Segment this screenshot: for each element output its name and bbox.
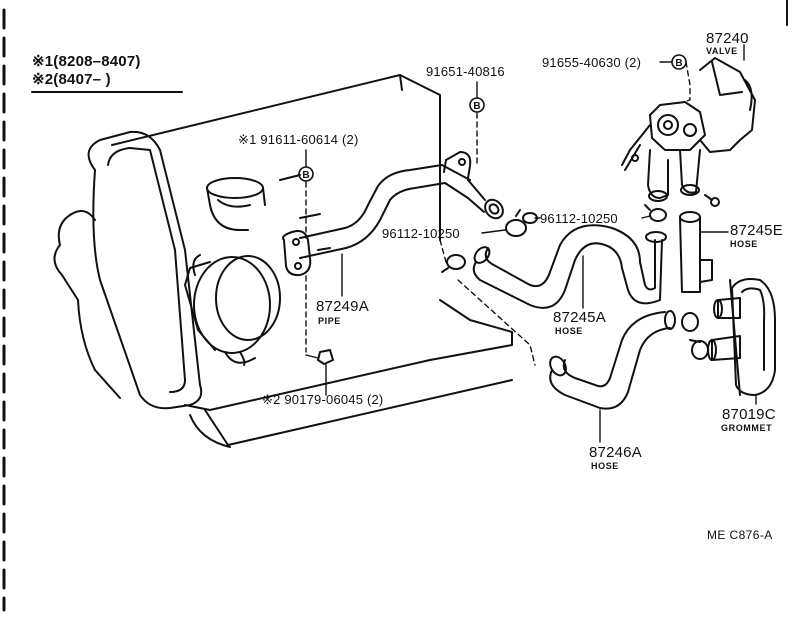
hose-87245e bbox=[679, 211, 713, 293]
hose-87245a-name: HOSE bbox=[555, 326, 583, 336]
nut-90179 bbox=[317, 349, 334, 365]
valve-87240 bbox=[621, 57, 756, 222]
bolt-91611-label: ※1 91611-60614 (2) bbox=[238, 132, 359, 147]
pipe-87249a-number: 87249A bbox=[316, 298, 369, 315]
leader-lines bbox=[305, 44, 757, 443]
clamp-left-label: 96112-10250 bbox=[382, 226, 460, 241]
engine-block bbox=[53, 74, 513, 448]
hose-87245a bbox=[472, 224, 667, 309]
legend-line-1: ※1(8208–8407) bbox=[32, 53, 141, 70]
callout-b-marker bbox=[298, 166, 314, 182]
bolt-91651-label: 91651-40816 bbox=[426, 64, 505, 79]
hose-87245e-name: HOSE bbox=[730, 239, 758, 249]
valve-number-label: 87240 bbox=[706, 30, 749, 47]
callout-b-text: B bbox=[675, 58, 682, 69]
valve-name-label: VALVE bbox=[706, 46, 738, 56]
clamp-right-label: 96112-10250 bbox=[540, 211, 618, 226]
grommet-number-label: 87019C bbox=[722, 406, 776, 423]
reference-code: ME C876-A bbox=[707, 528, 773, 542]
hose-87246a-name: HOSE bbox=[591, 461, 619, 471]
callout-b-text: B bbox=[473, 101, 480, 112]
bolt-91655-label: 91655-40630 (2) bbox=[542, 55, 642, 70]
hose-87246a bbox=[549, 310, 676, 410]
grommet-name-label: GROMMET bbox=[721, 423, 773, 433]
pipe-87249a-name: PIPE bbox=[318, 316, 341, 326]
legend-line-2: ※2(8407– ) bbox=[32, 71, 111, 88]
pipe-87249a bbox=[282, 151, 504, 277]
clamp-lower bbox=[441, 254, 466, 273]
clamp-left bbox=[505, 209, 527, 237]
grommet-87019c bbox=[707, 278, 776, 396]
hose-87245e-number: 87245E bbox=[730, 222, 783, 239]
grommet-clamps bbox=[681, 312, 709, 360]
hose-87245a-number: 87245A bbox=[553, 309, 606, 326]
nut-90179-label: ※2 90179-06045 (2) bbox=[262, 392, 384, 407]
callout-b-text: B bbox=[302, 170, 309, 181]
hose-87246a-number: 87246A bbox=[589, 444, 642, 461]
callout-b-marker bbox=[469, 97, 485, 113]
